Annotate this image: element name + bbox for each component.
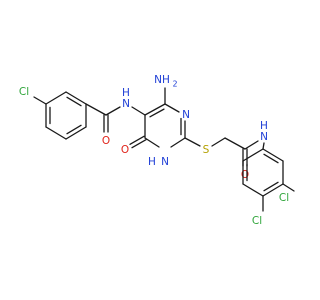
atom-label-o-keto: O	[121, 144, 129, 156]
atom-label-cl3: Cl	[252, 215, 262, 227]
bond-dichlorophenyl-ring	[242, 183, 264, 197]
bond-keto-double	[131, 139, 147, 149]
bond-chlorophenyl-ring	[45, 91, 67, 105]
bond-s-ch2	[211, 137, 226, 147]
atom-label-h-amide1: H	[122, 87, 130, 99]
atom-label-n-amide2: N	[260, 131, 268, 143]
bond-n-c5	[131, 106, 146, 116]
bond-cl4	[282, 183, 295, 192]
atom-label-cl4: Cl	[279, 192, 289, 204]
bond-pyr-ring	[170, 137, 186, 148]
atom-label-h-pyr1: H	[148, 156, 156, 168]
bond-pyr-inner	[149, 108, 165, 118]
bond-chlorophenyl-ring	[45, 126, 67, 140]
bond-chlorophenyl-inner	[66, 96, 82, 107]
bond-carbonyl1-n	[105, 106, 121, 116]
bond-n-ipso	[262, 142, 265, 150]
bond-keto-double	[129, 135, 145, 145]
bond-pyr-ring	[144, 103, 166, 116]
bond-c2-s	[184, 137, 201, 147]
atom-label-h-amide2: H	[260, 120, 268, 132]
atom-label-s: S	[203, 144, 210, 156]
bond-ch2-carbonyl2	[224, 137, 246, 150]
bond-dichlorophenyl-ring	[242, 148, 264, 162]
bond-pyr-ring	[144, 137, 160, 148]
bond-cl1	[33, 96, 47, 105]
atom-label-n-pyr1: N	[161, 156, 169, 168]
bond-ring-carbonyl1	[85, 103, 107, 116]
bond-carbonyl2-n	[244, 140, 259, 150]
bond-dichlorophenyl-inner	[263, 181, 279, 192]
bond-dichlorophenyl-ring	[262, 183, 284, 197]
bond-dichlorophenyl-inner	[263, 153, 279, 164]
atom-label-nh2: NH	[154, 74, 170, 86]
atom-label-o-amide2: O	[241, 169, 249, 181]
bond-chlorophenyl-inner	[66, 124, 82, 135]
atom-label-n-pyr3: N	[182, 109, 190, 121]
atom-label-cl1: Cl	[19, 86, 29, 98]
atom-label-n-amide1: N	[122, 98, 130, 110]
atom-label-nh2-subscript: 2	[172, 80, 177, 89]
atom-label-o-amide1: O	[102, 135, 110, 147]
bond-chlorophenyl-ring	[65, 91, 87, 105]
bond-dichlorophenyl-ring	[262, 148, 284, 162]
bond-pyr-ring	[164, 103, 180, 113]
bond-chlorophenyl-ring	[65, 126, 87, 140]
